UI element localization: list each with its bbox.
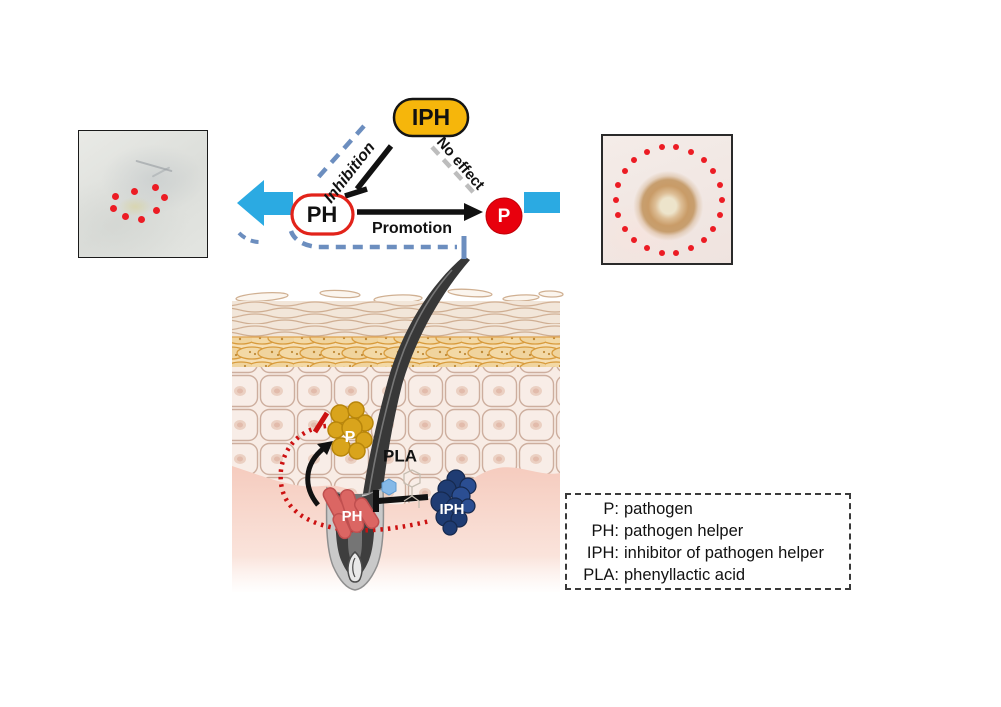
photo-lesion-skin (601, 134, 733, 265)
red-dot-marker (688, 149, 694, 155)
red-dot-marker (622, 168, 628, 174)
red-dot-marker (659, 144, 665, 150)
legend-desc: phenyllactic acid (624, 565, 746, 584)
promotion-label: Promotion (372, 220, 452, 237)
red-dot-marker (701, 237, 707, 243)
iph-inhibits-ph-bar (373, 490, 429, 512)
blue-dashed-route (237, 124, 467, 259)
pathogen-cluster-label: P (345, 429, 356, 446)
red-dot-marker (615, 182, 621, 188)
red-dot-marker (717, 182, 723, 188)
outcome-arrow-left (237, 180, 293, 226)
epidermis-cells-layer (232, 367, 560, 505)
dermal-papilla (347, 551, 363, 583)
legend-desc: inhibitor of pathogen helper (624, 543, 824, 562)
red-dot-marker (688, 245, 694, 251)
legend-desc: pathogen helper (624, 521, 744, 540)
inhibitor-cluster (430, 469, 477, 536)
red-dot-marker (701, 157, 707, 163)
outcome-arrow-right (524, 192, 560, 213)
red-dot-marker (613, 197, 619, 203)
red-dot-marker (122, 213, 129, 220)
photo-treated-skin (78, 130, 208, 258)
red-dot-marker (131, 188, 138, 195)
pathogen-helper-cluster (322, 487, 380, 540)
red-dot-marker (719, 197, 725, 203)
red-dot-marker (673, 250, 679, 256)
pla-label: PLA (383, 446, 417, 465)
red-dot-marker (710, 226, 716, 232)
red-dot-marker (717, 212, 723, 218)
no-effect-label: No effect (433, 134, 488, 194)
hair-sheen (367, 269, 453, 501)
red-dot-marker (673, 144, 679, 150)
red-dot-marker (631, 157, 637, 163)
skin-promotion-arrow (305, 441, 333, 507)
legend-row-iph: IPH: inhibitor of pathogen helper (573, 542, 843, 564)
node-p (485, 197, 523, 235)
red-dot-marker (161, 194, 168, 201)
inhibitor-cluster-label: IPH (439, 501, 464, 518)
red-dot-marker (710, 168, 716, 174)
legend-abbr: P: (603, 499, 619, 518)
node-iph-label: IPH (412, 104, 450, 130)
legend-desc: pathogen (624, 499, 693, 518)
legend-abbr: PH: (591, 521, 619, 540)
red-dot-marker (153, 207, 160, 214)
red-dot-marker (644, 149, 650, 155)
red-dot-marker (631, 237, 637, 243)
node-ph-label: PH (307, 202, 338, 227)
no-effect-line (430, 145, 476, 195)
red-dot-marker (152, 184, 159, 191)
red-dot-marker (112, 193, 119, 200)
pathogen-helper-label: PH (342, 508, 363, 525)
red-dot-marker (622, 226, 628, 232)
red-dot-marker (659, 250, 665, 256)
red-dotted-inhibition-loop (278, 411, 431, 533)
hair-shaft (360, 256, 470, 520)
node-ph (290, 193, 355, 236)
red-inhibition-cap (312, 411, 330, 434)
promotion-arrow (357, 203, 483, 221)
skin-bottom-fade (230, 556, 562, 594)
pla-molecule (381, 469, 421, 508)
skin-cross-section (230, 288, 564, 594)
inhibition-bar (344, 144, 394, 199)
legend-row-pla: PLA: phenyllactic acid (573, 564, 843, 586)
node-p-label: P (498, 206, 511, 227)
skin-surface-flakes (235, 288, 564, 304)
red-dot-marker (138, 216, 145, 223)
node-iph (392, 97, 470, 138)
legend-row-p: P: pathogen (573, 498, 843, 520)
pathogen-cluster (327, 401, 374, 460)
pla-blue-hexagon (381, 478, 397, 496)
stratum-corneum-layer (232, 301, 560, 337)
legend-abbr: IPH: (586, 543, 619, 562)
legend-row-ph: PH: pathogen helper (573, 520, 843, 542)
legend-abbr: PLA: (583, 565, 619, 584)
red-dot-marker (615, 212, 621, 218)
red-dot-marker (644, 245, 650, 251)
photo-artifact (135, 159, 173, 173)
red-dot-marker (110, 205, 117, 212)
legend-box: P: pathogen PH: pathogen helper IPH: inh… (565, 493, 851, 590)
